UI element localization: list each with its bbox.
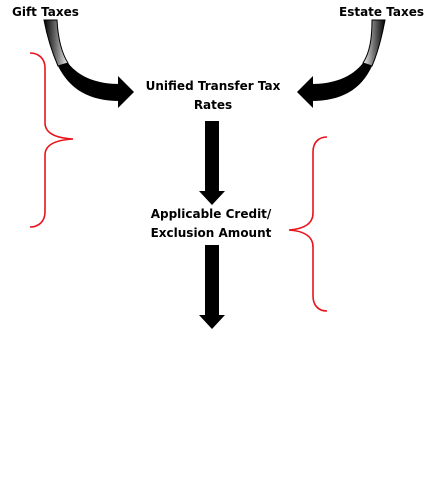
right-curved-arrow-icon (297, 19, 386, 108)
applicable-credit-line-2: Exclusion Amount (150, 226, 272, 240)
applicable-credit-line-1: Applicable Credit/ (150, 207, 272, 221)
gift-taxes-label: Gift Taxes (12, 5, 79, 19)
unified-rates-line-2: Rates (193, 98, 233, 112)
unified-rates-line-1: Unified Transfer Tax (145, 79, 281, 93)
left-curved-arrow-icon (43, 19, 134, 108)
right-curly-brace-icon (288, 136, 328, 312)
left-curly-brace-icon (29, 52, 74, 228)
applicable-credit-label: Applicable Credit/ Exclusion Amount (121, 205, 301, 243)
down-arrow-icon (199, 245, 225, 329)
unified-transfer-tax-rates-label: Unified Transfer Tax Rates (123, 77, 303, 115)
estate-taxes-label: Estate Taxes (339, 5, 424, 19)
down-arrow-icon (199, 121, 225, 205)
